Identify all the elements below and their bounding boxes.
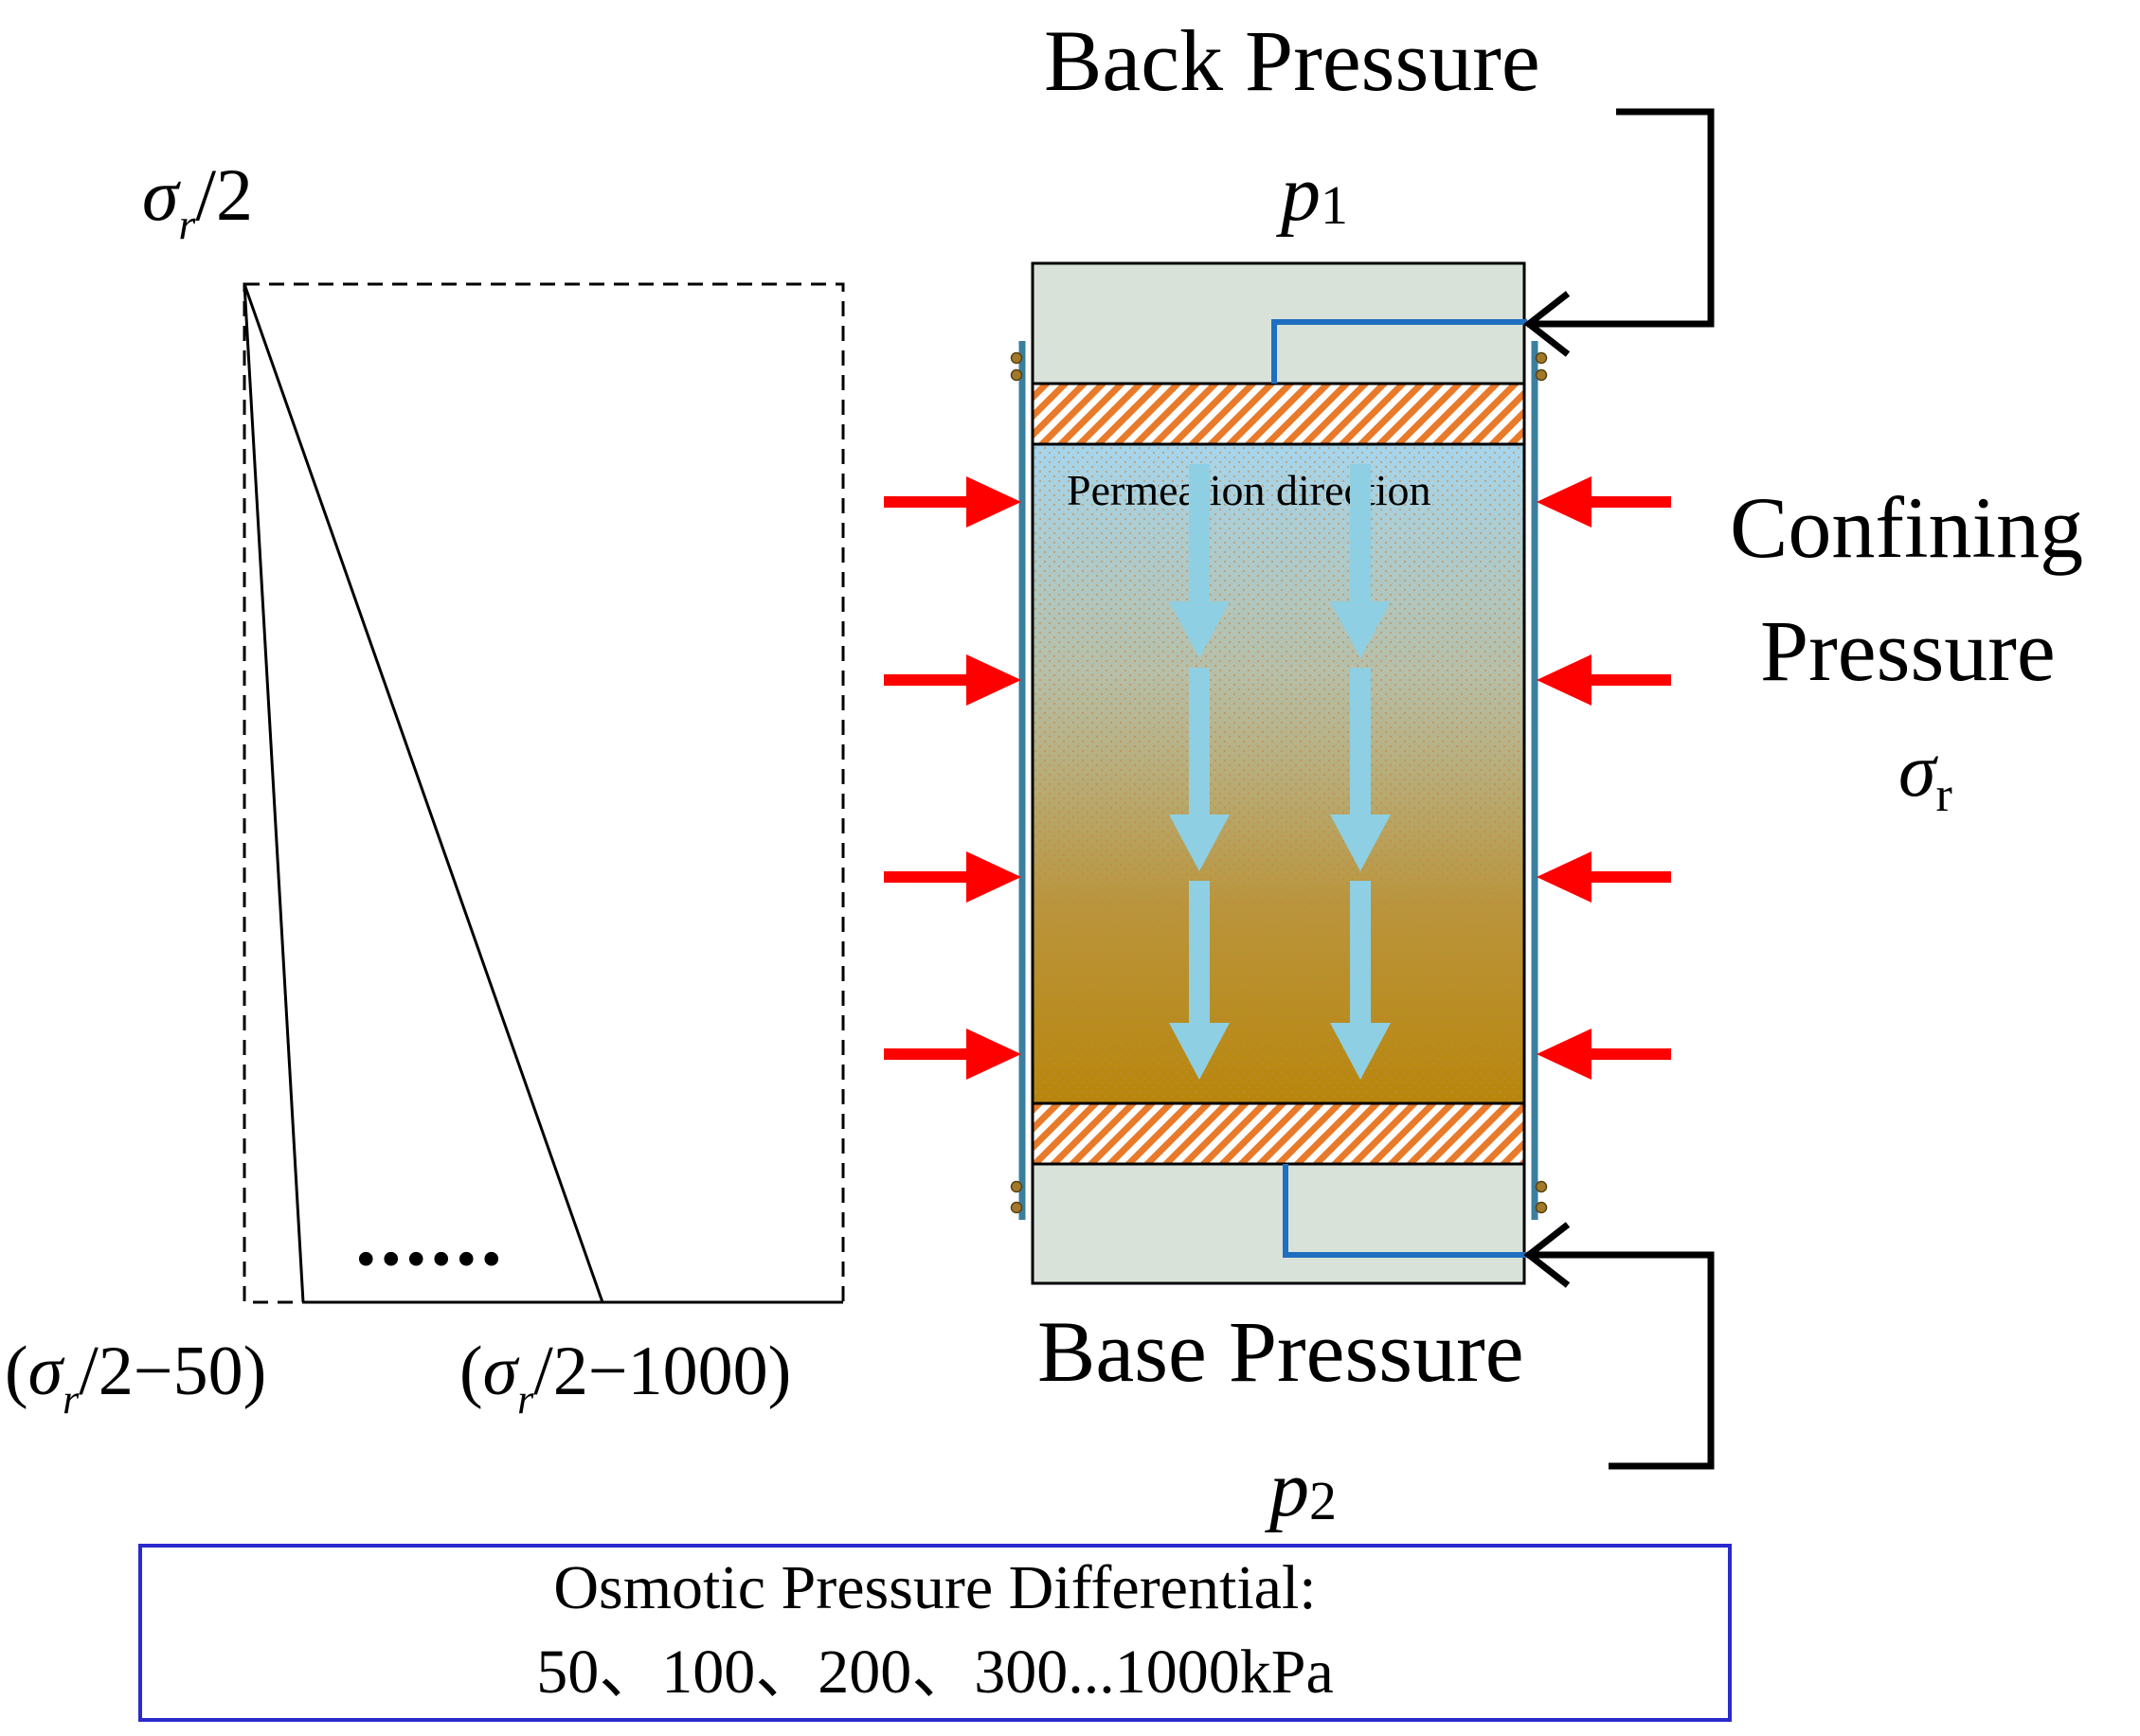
stress-distribution-diagram: σr/2 ...... (σr/2−50) (σr/2−1000) bbox=[5, 153, 845, 1423]
back-pressure-line bbox=[1527, 108, 1715, 328]
confining-arrow-left bbox=[884, 654, 1021, 706]
legend-line2: 50、100、200、300...1000kPa bbox=[536, 1638, 1334, 1707]
permeation-arrow bbox=[1169, 668, 1230, 871]
bottom-right-stress-label: (σr/2−1000) bbox=[459, 1333, 791, 1423]
o-ring bbox=[1010, 368, 1023, 382]
osmotic-pressure-legend: Osmotic Pressure Differential: 50、100、20… bbox=[138, 1544, 1732, 1722]
o-ring bbox=[1010, 1180, 1023, 1193]
p2-label: p2 bbox=[1265, 1445, 1337, 1533]
bottom-cap bbox=[1031, 1162, 1526, 1285]
confining-arrow-left bbox=[884, 476, 1021, 528]
confining-sigma-label: σr bbox=[1898, 729, 1952, 822]
o-ring bbox=[1535, 1180, 1548, 1193]
confining-arrow-right bbox=[1537, 851, 1671, 903]
top-drainage-pipe bbox=[1271, 319, 1527, 384]
permeation-arrow bbox=[1169, 464, 1230, 658]
bottom-drainage-pipe bbox=[1283, 1164, 1527, 1258]
bottom-left-stress-label: (σr/2−50) bbox=[5, 1333, 266, 1423]
distribution-line-50 bbox=[243, 283, 305, 1303]
confining-label-line2: Pressure bbox=[1760, 602, 2056, 699]
confining-arrow-left bbox=[884, 1029, 1021, 1080]
o-ring bbox=[1535, 368, 1548, 382]
confining-pressure-arrows bbox=[884, 476, 1671, 1080]
bottom-porous-stone bbox=[1031, 1101, 1526, 1166]
ellipsis-dots: ...... bbox=[355, 1190, 506, 1283]
p1-label: p1 bbox=[1276, 150, 1348, 238]
distribution-line-1000 bbox=[243, 283, 604, 1303]
top-stress-label: σr/2 bbox=[142, 153, 253, 248]
base-pressure-label: Base Pressure bbox=[1037, 1303, 1524, 1400]
legend-border bbox=[138, 1544, 1732, 1722]
sample-cell: Permeation direction bbox=[1010, 261, 1548, 1285]
back-pressure-arrowhead bbox=[1523, 291, 1571, 357]
confining-arrow-right bbox=[1537, 654, 1671, 706]
dashed-bounding-box bbox=[243, 282, 845, 1304]
o-ring bbox=[1535, 351, 1548, 365]
pressure-lines bbox=[1523, 108, 1715, 1470]
permeation-arrow bbox=[1330, 464, 1391, 658]
o-ring bbox=[1535, 1201, 1548, 1214]
back-pressure-label: Back Pressure bbox=[1044, 12, 1540, 109]
confining-arrow-left bbox=[884, 851, 1021, 903]
confining-label-line1: Confining bbox=[1730, 479, 2083, 576]
soil-texture bbox=[1033, 444, 1524, 1103]
top-porous-stone bbox=[1031, 382, 1526, 446]
confining-arrow-right bbox=[1537, 1029, 1671, 1080]
o-ring bbox=[1010, 351, 1023, 365]
permeation-arrow bbox=[1330, 668, 1391, 871]
permeation-direction-label: Permeation direction bbox=[1067, 466, 1431, 514]
o-ring bbox=[1010, 1201, 1023, 1214]
permeation-arrow bbox=[1169, 881, 1230, 1080]
permeation-arrow bbox=[1330, 881, 1391, 1080]
base-pressure-arrowhead bbox=[1523, 1222, 1571, 1288]
permeation-arrows bbox=[1169, 464, 1391, 1080]
legend-line1: Osmotic Pressure Differential: bbox=[553, 1553, 1316, 1622]
o-rings bbox=[1010, 351, 1548, 1214]
confining-arrow-right bbox=[1537, 476, 1671, 528]
base-pressure-line bbox=[1527, 1251, 1715, 1470]
